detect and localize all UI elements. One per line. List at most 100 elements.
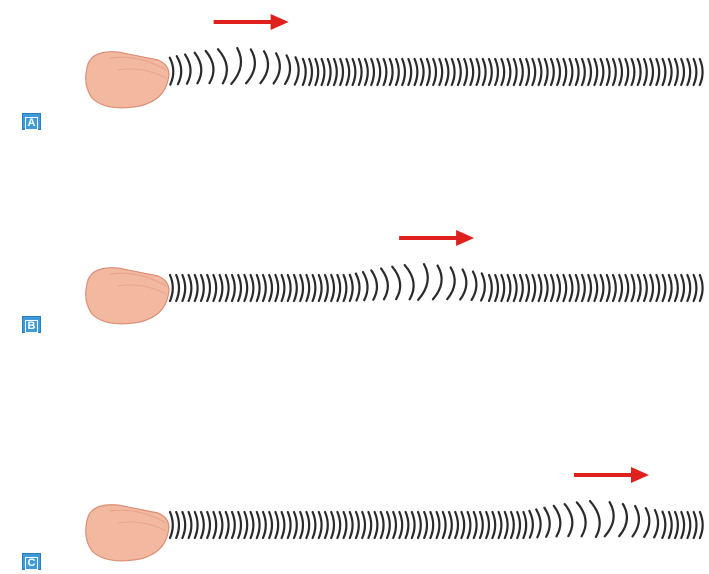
coil	[421, 59, 424, 85]
coil	[381, 512, 384, 538]
coil	[505, 512, 508, 538]
coil	[306, 275, 309, 301]
coil	[433, 266, 442, 300]
coil	[238, 275, 241, 301]
coil	[446, 59, 449, 85]
coil	[319, 512, 322, 538]
coil	[529, 511, 532, 538]
coil	[656, 275, 659, 301]
coil	[526, 275, 529, 301]
coil	[319, 275, 322, 301]
coil	[523, 512, 526, 538]
coil	[619, 275, 622, 301]
coil	[309, 59, 312, 85]
coil	[700, 512, 703, 538]
spring-b	[170, 264, 703, 301]
coil	[232, 512, 235, 538]
coil	[396, 59, 399, 85]
coil	[325, 512, 328, 538]
coil	[625, 275, 628, 301]
coil	[170, 275, 173, 301]
coil	[481, 273, 485, 300]
coil	[294, 275, 297, 301]
coil	[532, 59, 535, 85]
coil	[313, 275, 316, 301]
coil	[257, 275, 260, 301]
coil	[650, 59, 653, 85]
coil	[213, 275, 216, 301]
coil	[700, 275, 703, 301]
coil	[415, 59, 418, 85]
coil	[406, 512, 409, 538]
coil	[185, 55, 191, 84]
coil	[501, 275, 504, 301]
coil	[334, 59, 337, 85]
coil	[625, 59, 628, 85]
coil	[356, 512, 359, 538]
coil	[344, 512, 347, 538]
coil	[650, 275, 653, 301]
coil	[362, 512, 365, 538]
coil	[390, 59, 393, 85]
coil	[669, 59, 672, 85]
hand-c	[86, 505, 169, 561]
coil	[486, 512, 489, 538]
coil	[275, 512, 278, 538]
coil	[539, 275, 542, 301]
coil	[322, 59, 325, 85]
coil	[694, 512, 697, 538]
coil	[687, 512, 690, 538]
coil	[663, 275, 666, 301]
coil	[517, 512, 520, 538]
panel-label-a: A	[22, 113, 41, 130]
coil	[468, 512, 471, 538]
coil	[545, 275, 548, 301]
coil	[644, 59, 647, 85]
coil	[656, 59, 659, 85]
coil	[399, 512, 402, 538]
coil	[508, 59, 511, 85]
coil	[274, 53, 280, 83]
coil	[632, 275, 635, 301]
coil	[170, 512, 173, 538]
coil	[365, 59, 368, 85]
coil	[458, 59, 461, 85]
coil	[244, 275, 247, 301]
coil	[526, 59, 529, 85]
panel-b: B	[0, 190, 709, 350]
panel-a: A	[0, 0, 709, 150]
coil	[520, 275, 523, 301]
coil	[282, 275, 285, 301]
coil	[306, 512, 309, 538]
coil	[577, 502, 586, 536]
coil	[472, 272, 477, 300]
coil	[554, 506, 561, 536]
coil	[452, 59, 455, 85]
coil	[492, 512, 495, 538]
coil	[350, 275, 353, 301]
coil	[439, 59, 442, 85]
coil	[213, 512, 216, 538]
coil	[300, 512, 303, 538]
coil	[363, 272, 368, 300]
direction-arrow-a	[214, 14, 289, 30]
coil	[532, 275, 535, 301]
coil	[331, 512, 334, 538]
coil	[220, 512, 223, 538]
coil	[700, 59, 703, 85]
coil	[325, 275, 328, 301]
coil	[601, 275, 604, 301]
coil	[557, 275, 560, 301]
coil	[337, 512, 340, 538]
coil	[251, 275, 254, 301]
coil	[601, 59, 604, 85]
coil	[226, 275, 229, 301]
coil	[201, 512, 204, 538]
coil	[371, 59, 374, 85]
slinky-diagram-b	[0, 190, 709, 350]
coil	[613, 275, 616, 301]
coil	[285, 55, 290, 84]
coil	[433, 59, 436, 85]
coil	[633, 506, 639, 536]
coil	[681, 512, 684, 538]
